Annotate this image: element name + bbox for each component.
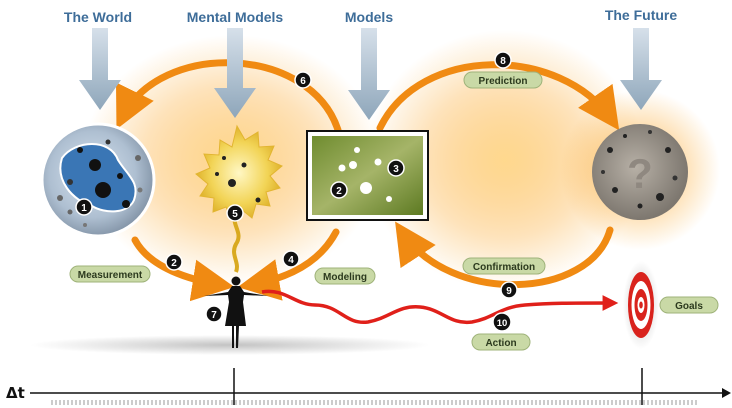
world-region: [59, 143, 137, 213]
models-down-arrow: [348, 28, 390, 120]
badge-3-number: 3: [393, 164, 399, 175]
label-measurement: Measurement: [69, 265, 151, 283]
mental-down-arrow: [214, 28, 256, 118]
badge-7: [205, 305, 223, 323]
label-action-text: Action: [485, 338, 516, 349]
label-goals-text: Goals: [675, 301, 703, 312]
badge-5-number: 5: [232, 209, 238, 220]
future-question-mark: ?: [627, 150, 653, 197]
modeling-arrow: [237, 228, 340, 301]
action-arrow: [261, 289, 619, 325]
label-prediction: Prediction: [463, 71, 543, 89]
header-arrows: [79, 28, 662, 120]
badge-10: [492, 312, 512, 332]
badge-1: [75, 198, 93, 216]
right-loop: [376, 61, 620, 289]
label-goals: Goals: [659, 296, 719, 314]
delta-t-label: Δt: [6, 384, 25, 402]
badge-7-number: 7: [211, 310, 217, 321]
header-models: Models: [345, 9, 393, 25]
label-confirmation: Confirmation: [462, 257, 546, 275]
world-down-arrow: [79, 28, 121, 110]
timeline: Δt: [6, 368, 731, 405]
header-the-world: The World: [64, 9, 132, 25]
label-confirmation-text: Confirmation: [473, 262, 535, 273]
person-silhouette: [204, 276, 268, 348]
badge-9: [500, 281, 518, 299]
timeline-ticks: [51, 400, 697, 405]
timeline-arrowhead: [722, 388, 731, 398]
badge-2-model: [330, 181, 348, 199]
badge-1-number: 1: [81, 203, 87, 214]
badge-2-measurement-number: 2: [171, 258, 177, 269]
confirmation-arrow: [395, 221, 614, 289]
mental-model-stem: [232, 211, 241, 273]
badge-10-number: 10: [497, 318, 508, 329]
model-box: [306, 130, 429, 221]
label-modeling: Modeling: [314, 267, 376, 285]
badge-2-model-number: 2: [336, 186, 342, 197]
header-the-future: The Future: [605, 7, 678, 23]
header-mental-models: Mental Models: [187, 9, 284, 25]
badge-4: [282, 250, 300, 268]
badge-8-number: 8: [500, 56, 506, 67]
goal-target: [623, 261, 659, 349]
badge-6: [294, 71, 312, 89]
badge-2-measurement: [165, 253, 183, 271]
measurement-arrow: [131, 236, 235, 302]
badge-4-number: 4: [288, 255, 294, 266]
prediction-arrow: [376, 61, 620, 132]
label-action: Action: [471, 333, 531, 351]
future-down-arrow: [620, 28, 662, 110]
floor-shadow: [30, 335, 430, 355]
world-sphere: [40, 122, 156, 238]
label-measurement-text: Measurement: [78, 270, 143, 281]
label-modeling-text: Modeling: [323, 272, 367, 283]
badge-5: [226, 204, 244, 222]
label-prediction-text: Prediction: [479, 76, 528, 87]
badge-6-number: 6: [300, 76, 306, 87]
future-sphere: ?: [592, 124, 688, 220]
badge-8: [494, 51, 512, 69]
badge-3: [387, 159, 405, 177]
badge-9-number: 9: [506, 286, 512, 297]
